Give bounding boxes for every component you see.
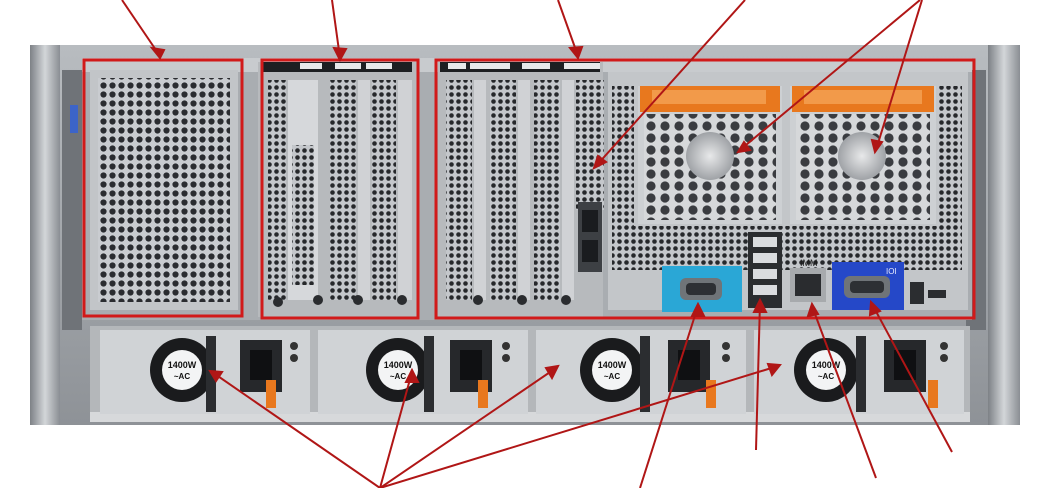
psu-1-watts: 1400W xyxy=(168,360,197,370)
left-rack-rail xyxy=(30,45,60,425)
highlight-box-riser-2-and-board xyxy=(434,58,976,320)
psu-2-watts: 1400W xyxy=(384,360,413,370)
io-port-label: IOI xyxy=(886,267,897,276)
left-blue-latch xyxy=(70,105,78,133)
psu-1-ac: ~AC xyxy=(174,372,190,381)
callout-lines xyxy=(121,0,953,488)
psu-3-ac: ~AC xyxy=(604,372,620,381)
highlight-box-filler xyxy=(82,58,244,318)
power-supply-1: 1400W ~AC xyxy=(100,330,310,414)
psu-4-ac: ~AC xyxy=(818,372,834,381)
right-rack-rail xyxy=(988,45,1020,425)
psu-4-watts: 1400W xyxy=(812,360,841,370)
psu-2-ac: ~AC xyxy=(390,372,406,381)
power-supply-2: 1400W ~AC xyxy=(318,330,528,414)
power-supply-4: 1400W ~AC xyxy=(754,330,964,414)
power-supply-3: 1400W ~AC xyxy=(536,330,746,414)
psu-3-watts: 1400W xyxy=(598,360,627,370)
imm-port-label: IMM xyxy=(800,258,818,268)
adapter-slot xyxy=(576,80,604,210)
